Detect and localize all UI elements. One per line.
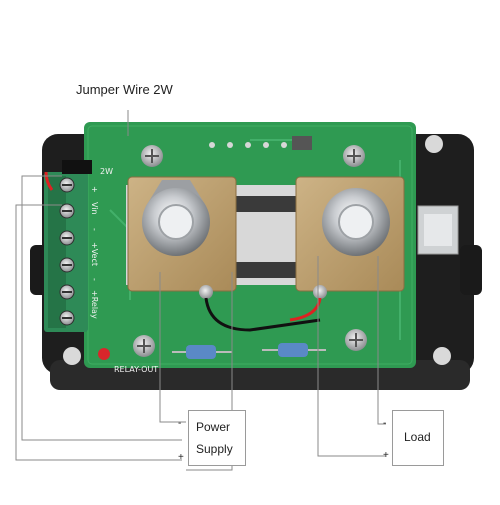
power-supply-box	[188, 410, 246, 466]
side-connector	[417, 205, 459, 255]
terminal-label-minus-1: -	[90, 228, 99, 231]
connection-lines	[15, 110, 386, 471]
load-box	[392, 410, 444, 466]
relay-out-label: RELAY-OUT	[114, 365, 158, 374]
terminal-labels: + Vin - +Vect - +Relay	[90, 186, 99, 319]
sense-wires	[44, 171, 327, 332]
supply-label: Supply	[196, 442, 233, 456]
shunt-resistor	[126, 176, 405, 292]
mounting-screw-icons	[63, 135, 451, 365]
terminal-label-vect: +Vect	[90, 242, 99, 266]
terminal-label-vin: Vin	[90, 202, 99, 215]
load-minus-symbol: -	[383, 418, 387, 429]
load-plus-symbol: +	[383, 450, 389, 461]
power-minus-symbol: -	[178, 418, 182, 429]
terminal-block: 2W	[44, 160, 113, 332]
power-plus-symbol: +	[178, 452, 184, 463]
terminal-label-minus-2: -	[90, 278, 99, 281]
load-label: Load	[404, 430, 431, 444]
status-led	[98, 348, 110, 360]
jumper-2w-label: 2W	[100, 167, 113, 176]
terminal-label-relay: +Relay	[90, 290, 99, 319]
resistors	[172, 343, 326, 359]
terminal-label-plus: +	[90, 186, 99, 193]
jumper-wire-annotation: Jumper Wire 2W	[76, 82, 173, 97]
header-pins	[209, 136, 312, 150]
power-label: Power	[196, 420, 231, 434]
